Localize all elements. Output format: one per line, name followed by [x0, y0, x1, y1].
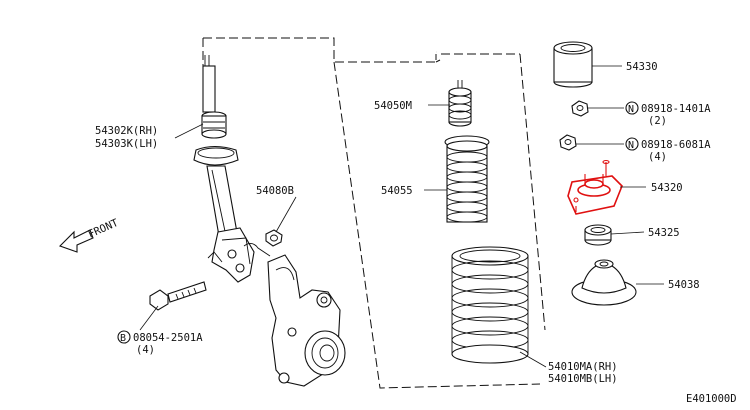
spring-seat[interactable]: [571, 259, 637, 306]
label-bound-bumper: 54050M: [374, 100, 412, 112]
label-bracket-bolt: 54080B: [256, 185, 294, 197]
label-mounting-bolt: 08054-2501A: [133, 332, 203, 344]
label-strut-rh: 54302K(RH): [95, 125, 158, 137]
front-arrow-icon: [58, 229, 94, 253]
svg-text:N: N: [628, 140, 634, 151]
label-spring-lh: 54010MB(LH): [548, 373, 618, 385]
strut-cap[interactable]: [553, 41, 593, 88]
lower-nut[interactable]: [559, 134, 577, 151]
svg-text:B: B: [120, 333, 126, 344]
front-label: FRONT: [86, 217, 120, 241]
upper-nut[interactable]: [571, 100, 589, 117]
coil-spring[interactable]: [451, 246, 529, 364]
b-mark-icon: B: [117, 330, 131, 344]
mount-insulator[interactable]: [567, 159, 623, 215]
label-lower-nut: 08918-6081A: [641, 139, 711, 151]
knuckle-hub[interactable]: [267, 254, 346, 387]
leader-lines: [139, 65, 664, 368]
label-cap: 54330: [626, 61, 658, 73]
label-mount-insulator: 54320: [651, 182, 683, 194]
strut-assembly[interactable]: [193, 55, 271, 283]
svg-text:N: N: [628, 104, 634, 115]
dust-cover[interactable]: [444, 135, 490, 223]
label-strut-lh: 54303K(LH): [95, 138, 158, 150]
bracket-nut[interactable]: [265, 229, 283, 247]
assembly-boundary-strut: [202, 37, 541, 389]
label-spring-rh: 54010MA(RH): [548, 361, 618, 373]
n-mark-icon: N: [625, 137, 639, 151]
label-mounting-bolt-qty: (4): [136, 344, 155, 356]
label-upper-nut: 08918-1401A: [641, 103, 711, 115]
mounting-bolt[interactable]: [149, 281, 207, 311]
n-mark-icon: N: [625, 101, 639, 115]
bound-bumper[interactable]: [448, 80, 472, 127]
label-bearing: 54325: [648, 227, 680, 239]
strut-bearing[interactable]: [584, 224, 612, 246]
label-spring-seat: 54038: [668, 279, 700, 291]
label-dust-cover: 54055: [381, 185, 413, 197]
label-lower-nut-qty: (4): [648, 151, 667, 163]
label-upper-nut-qty: (2): [648, 115, 667, 127]
diagram-code: E401000D: [686, 393, 737, 405]
assembly-boundary-right: [435, 53, 546, 331]
